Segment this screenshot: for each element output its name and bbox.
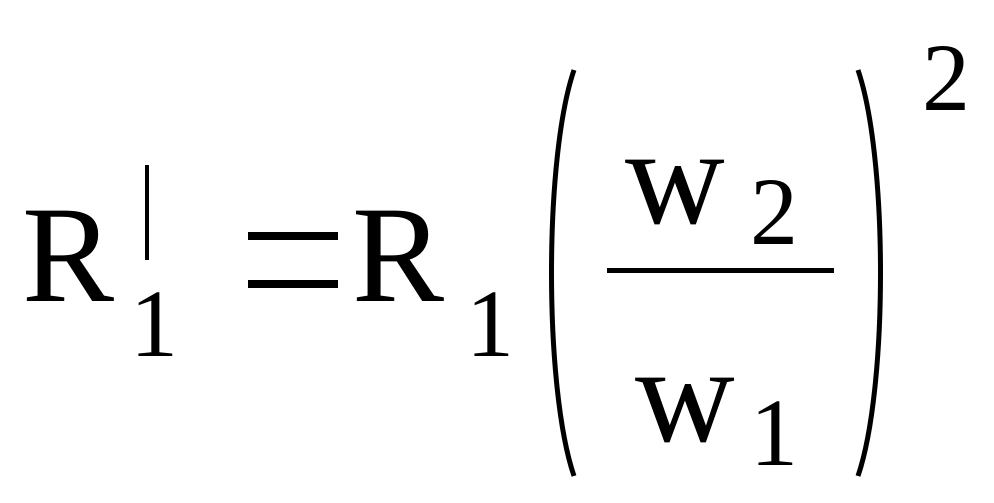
prime-mark: [145, 165, 149, 260]
lhs-r-symbol: R: [22, 178, 115, 331]
fraction-bar: [607, 268, 834, 273]
numerator-subscript: 2: [750, 158, 798, 265]
rhs-subscript: 1: [466, 270, 514, 377]
numerator-w-symbol: w: [625, 100, 725, 253]
equals-sign-bottom: [248, 280, 338, 288]
left-parenthesis: [549, 69, 577, 477]
denominator-w-symbol: w: [635, 318, 735, 471]
lhs-subscript: 1: [130, 270, 178, 377]
equals-sign-top: [248, 232, 338, 240]
exponent: 2: [922, 24, 970, 131]
denominator-subscript: 1: [750, 379, 798, 486]
right-parenthesis: [855, 69, 883, 477]
rhs-r-symbol: R: [352, 178, 445, 331]
